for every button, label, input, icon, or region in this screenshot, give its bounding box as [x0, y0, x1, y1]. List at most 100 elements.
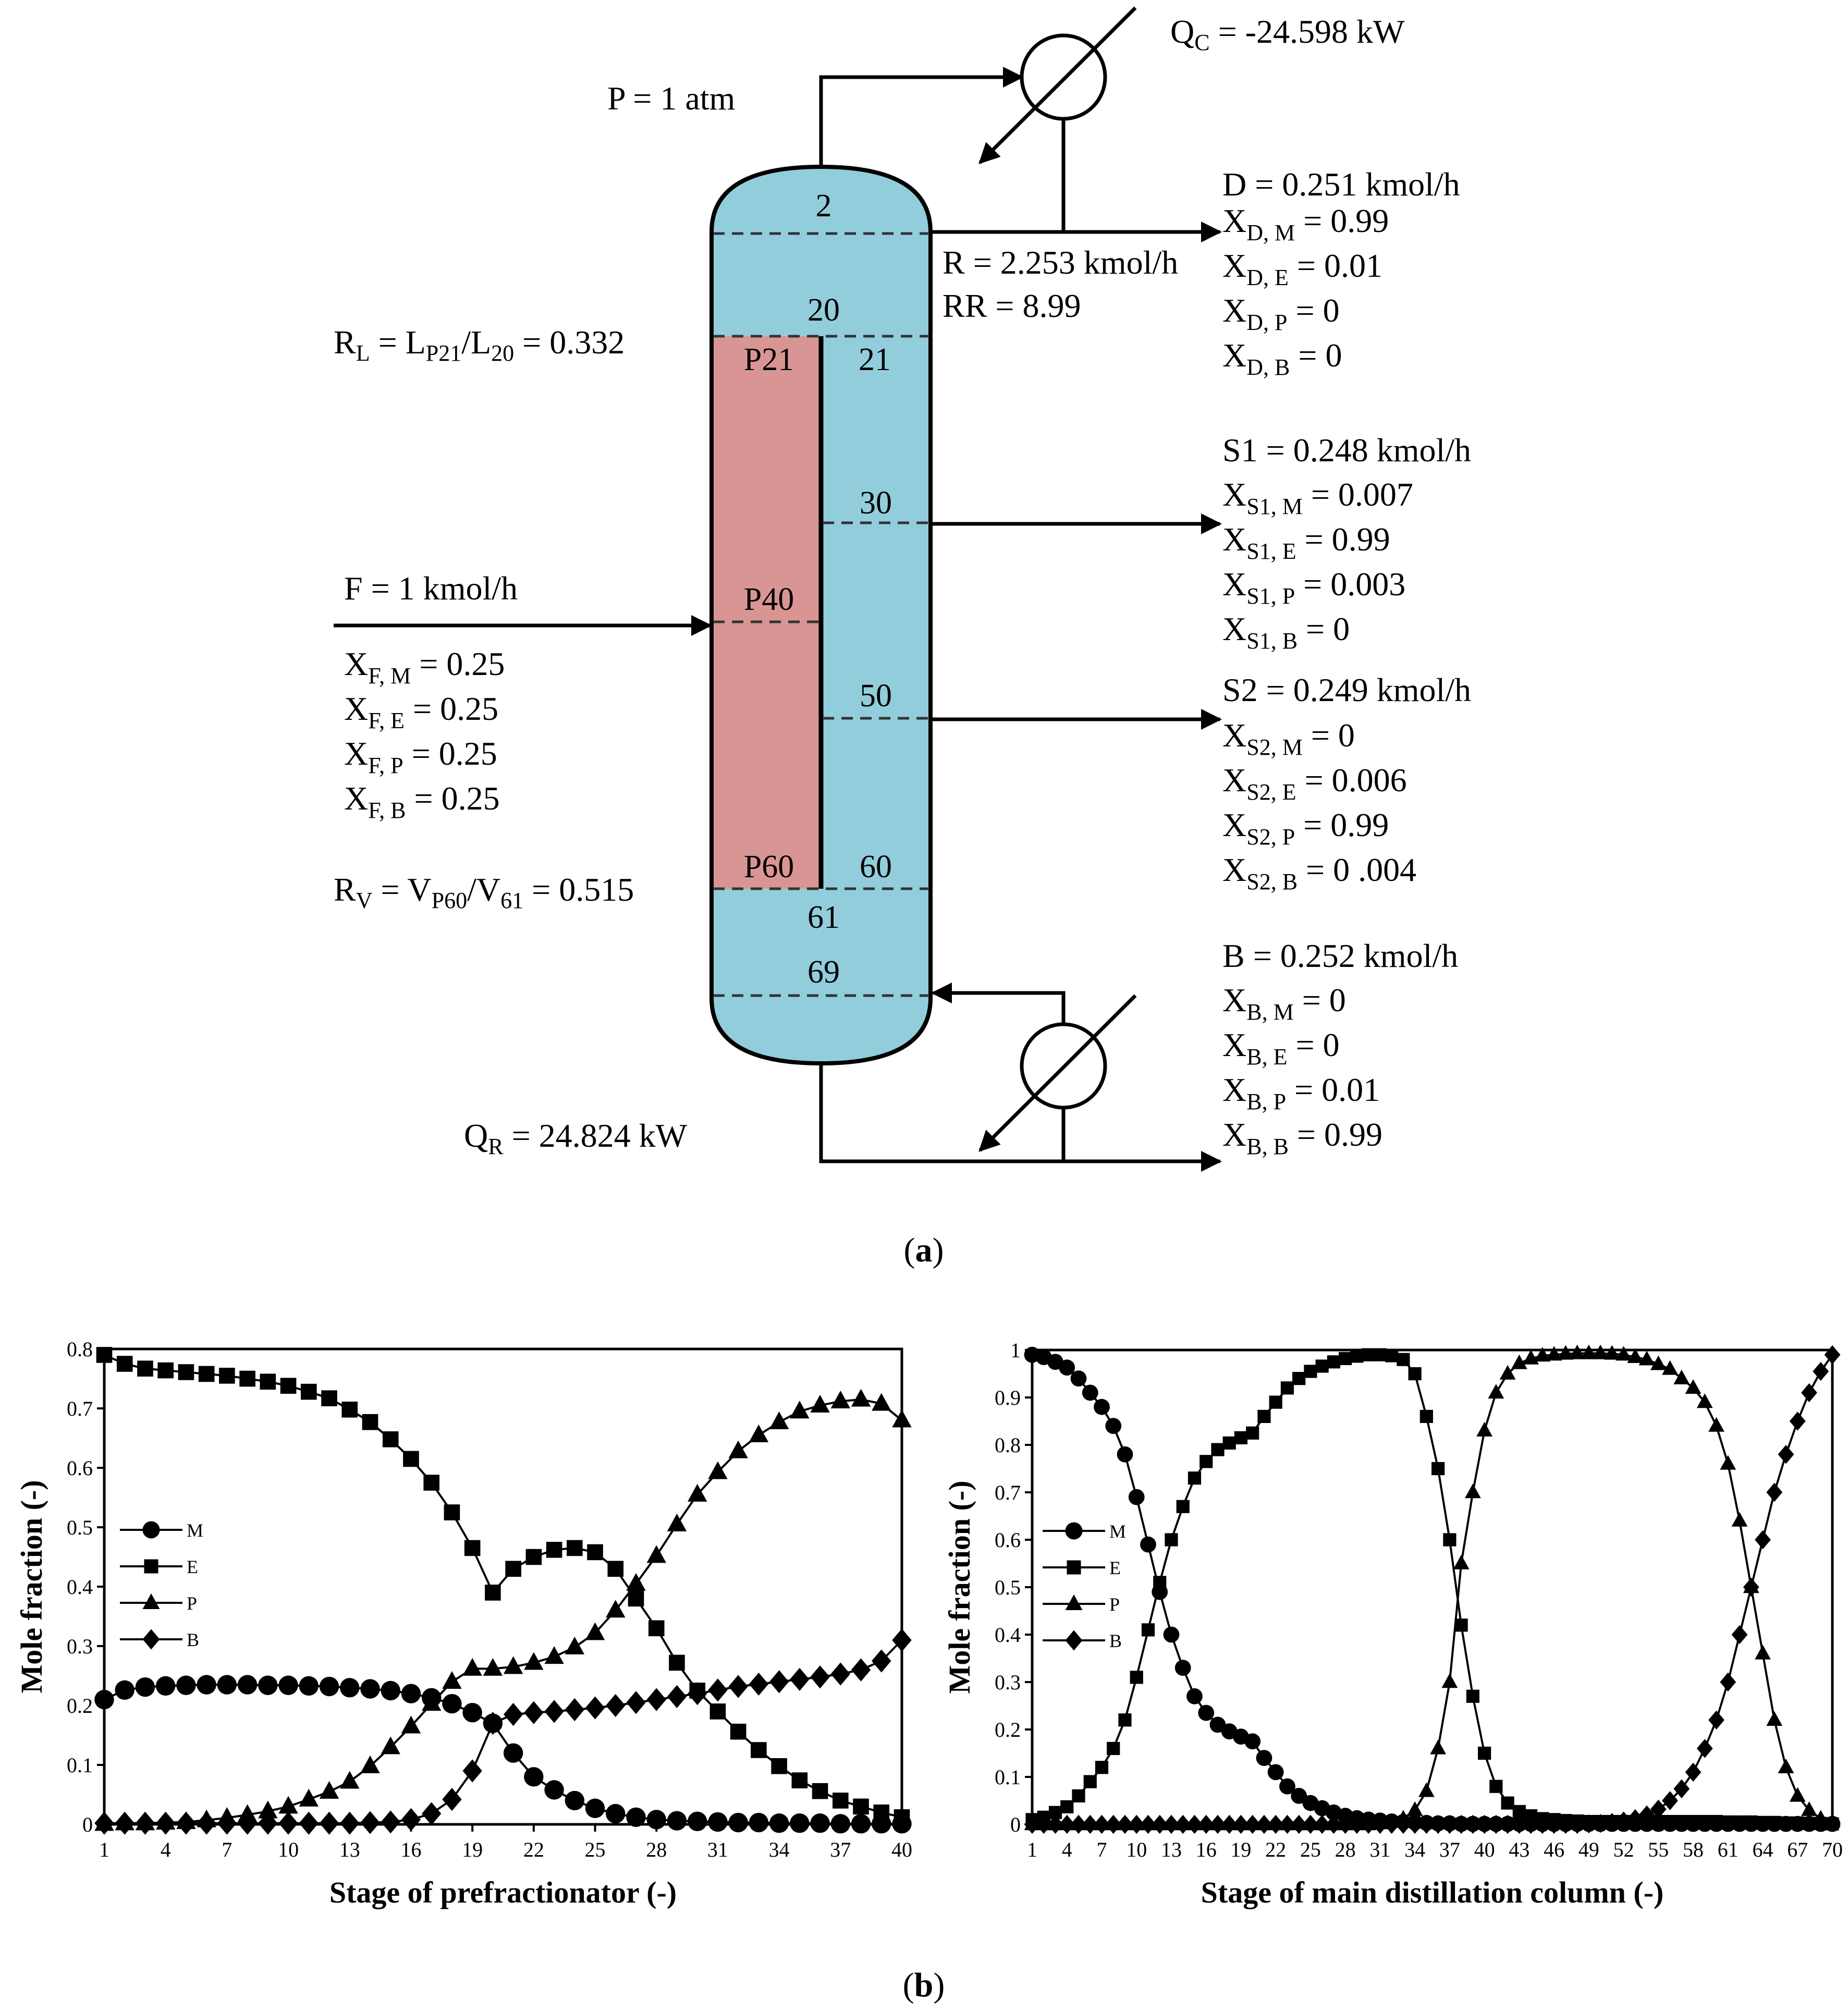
data-point-E	[1431, 1462, 1445, 1476]
data-point-E	[301, 1383, 317, 1400]
data-point-B	[1233, 1814, 1249, 1834]
data-point-B	[258, 1811, 278, 1835]
data-point-P	[1616, 1346, 1632, 1361]
data-point-B	[1441, 1814, 1458, 1834]
x-tick-label: 37	[830, 1838, 851, 1861]
data-point-B	[1174, 1814, 1191, 1834]
data-point-B	[381, 1810, 400, 1834]
data-point-B	[892, 1628, 912, 1652]
side1-flow-label: S1 = 0.248 kmol/h	[1222, 432, 1471, 469]
data-point-B	[1569, 1814, 1585, 1834]
data-point-E	[567, 1540, 583, 1556]
data-point-P	[1557, 1345, 1574, 1360]
data-point-P	[769, 1411, 789, 1429]
data-point-E	[1709, 1814, 1723, 1829]
stage-label-21: 21	[859, 342, 891, 377]
data-point-M	[585, 1798, 605, 1818]
x-tick-label: 49	[1578, 1838, 1599, 1861]
data-point-B	[1070, 1814, 1087, 1834]
data-point-E	[444, 1504, 460, 1520]
data-point-B	[1360, 1814, 1377, 1834]
data-point-M	[360, 1679, 380, 1699]
data-point-B	[749, 1672, 769, 1696]
stage-label-p21: P21	[744, 342, 794, 377]
data-point-E	[1200, 1455, 1213, 1468]
y-tick-label: 0	[82, 1813, 93, 1836]
x-tick-label: 10	[1126, 1838, 1147, 1861]
legend-marker-E	[144, 1559, 158, 1574]
data-point-E	[1454, 1618, 1468, 1632]
data-point-E	[137, 1360, 153, 1377]
data-point-P	[1464, 1483, 1481, 1499]
data-point-P	[892, 1409, 912, 1428]
y-tick-label: 0.1	[995, 1765, 1021, 1789]
x-tick-label: 40	[891, 1838, 912, 1861]
data-point-E	[1744, 1815, 1758, 1829]
data-point-B	[1720, 1672, 1736, 1692]
data-point-P	[1778, 1759, 1794, 1773]
bottoms-composition-0: XB, M = 0	[1222, 982, 1346, 1025]
data-point-P	[1476, 1421, 1493, 1437]
data-point-P	[421, 1693, 442, 1711]
stage-label-50: 50	[860, 678, 892, 714]
data-point-P	[360, 1755, 380, 1773]
data-point-M	[1163, 1626, 1180, 1643]
x-axis-label: Stage of main distillation column (-)	[1201, 1875, 1664, 1909]
data-point-E	[1791, 1816, 1804, 1830]
data-point-E	[1315, 1359, 1329, 1373]
data-point-B	[1302, 1814, 1319, 1834]
data-point-B	[340, 1811, 360, 1835]
stage-label-61: 61	[807, 900, 840, 935]
data-point-M	[258, 1675, 278, 1695]
data-point-E	[1234, 1431, 1248, 1444]
data-point-E	[587, 1544, 603, 1561]
data-point-P	[851, 1389, 871, 1407]
data-point-E	[771, 1758, 787, 1774]
feed-composition-2: XF, P = 0.25	[344, 735, 497, 778]
data-point-E	[853, 1798, 869, 1815]
series-M	[94, 1675, 912, 1834]
data-point-B	[1035, 1814, 1052, 1834]
data-point-E	[833, 1793, 849, 1809]
series-line-P	[104, 1398, 903, 1825]
y-axis-label: Mole fraction (-)	[943, 1480, 976, 1694]
data-point-P	[1696, 1393, 1713, 1408]
series-B	[94, 1628, 912, 1835]
data-point-B	[1638, 1805, 1655, 1824]
data-point-E	[1339, 1352, 1352, 1365]
data-point-M	[1186, 1688, 1203, 1704]
data-point-B	[1140, 1814, 1156, 1834]
y-tick-label: 0.2	[67, 1694, 93, 1717]
data-point-P	[1592, 1344, 1609, 1359]
data-point-B	[94, 1811, 114, 1835]
stage-label-p40: P40	[744, 582, 794, 617]
data-point-B	[1581, 1814, 1597, 1834]
y-tick-label: 1	[1010, 1339, 1021, 1362]
data-point-P	[749, 1424, 769, 1442]
data-point-B	[769, 1670, 789, 1694]
data-point-B	[1813, 1361, 1829, 1381]
data-point-E	[1408, 1367, 1422, 1381]
x-tick-label: 46	[1544, 1838, 1564, 1861]
data-point-P	[544, 1646, 564, 1664]
data-point-B	[1430, 1814, 1447, 1834]
data-point-P	[810, 1394, 830, 1413]
data-point-P	[278, 1796, 298, 1814]
data-point-B	[1731, 1625, 1748, 1645]
x-tick-label: 22	[523, 1838, 544, 1861]
series-P	[94, 1389, 912, 1831]
x-tick-label: 4	[1062, 1838, 1072, 1861]
series-E	[1025, 1348, 1839, 1831]
y-tick-label: 0.4	[995, 1623, 1021, 1647]
data-point-M	[1174, 1660, 1191, 1676]
column-outline	[709, 164, 933, 1066]
data-point-E	[1478, 1746, 1491, 1760]
data-point-M	[278, 1675, 298, 1695]
caption-b: (b)	[903, 1966, 945, 2004]
x-tick-label: 64	[1753, 1838, 1773, 1861]
side1-composition-1: XS1, E = 0.99	[1222, 521, 1390, 564]
distillate-flow-label: D = 0.251 kmol/h	[1222, 166, 1460, 203]
data-point-E	[894, 1809, 910, 1825]
